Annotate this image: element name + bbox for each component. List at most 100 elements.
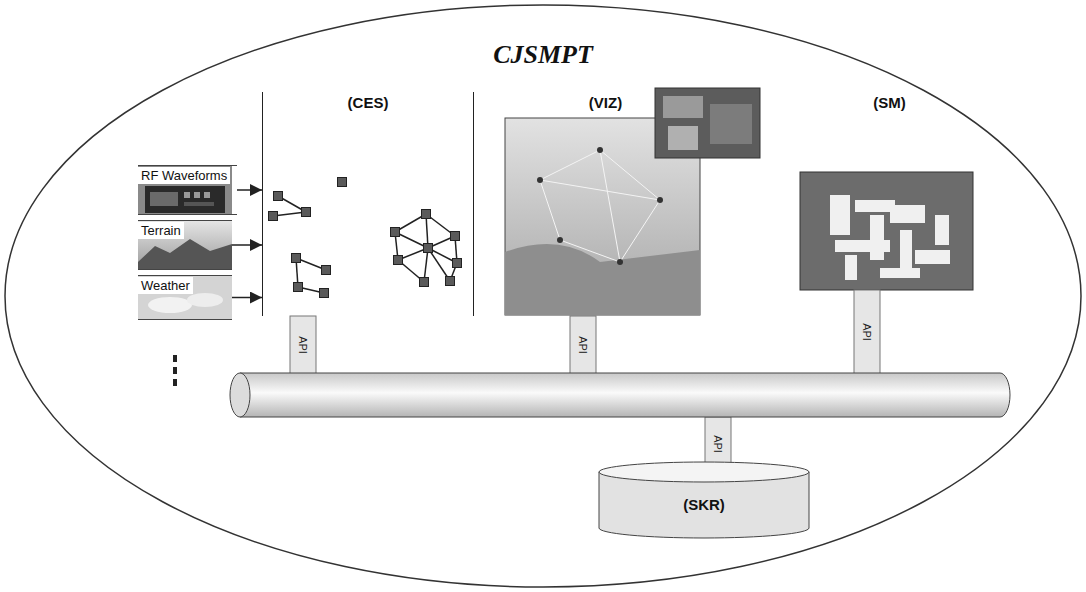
bus-cylinder [230,373,1010,417]
network-node [446,277,455,286]
network-node [424,244,433,253]
api-strip [854,290,880,374]
ellipse-outline [5,5,1081,587]
unit-icon [557,237,563,243]
image-ground [505,118,700,315]
node-text-block: Terrain [138,221,232,239]
terrain-image [138,220,232,270]
visualization-image [505,88,760,315]
component-panel: (VIZ) [505,92,706,316]
input-arrow [237,189,262,191]
source-label: Weather [138,277,193,294]
image-ground [800,172,973,290]
network-graph [269,178,462,298]
data-source-box: Weather [138,275,232,320]
component-heading: (CES) [263,92,473,111]
data-source-box: RF Waveforms [138,165,237,215]
block-shape [900,230,912,270]
inset-detail [710,104,752,144]
land-shape [505,244,700,315]
network-node [420,278,429,287]
block-shape [835,240,890,252]
inset-image [655,88,760,158]
block-shape [890,205,925,223]
network-link [426,214,428,248]
api-strip [290,316,316,374]
network-node [292,254,301,263]
repository-cylinder: (SKR) [598,462,810,538]
unit-icon [617,259,623,265]
component-panel: (SM) [800,92,979,290]
data-source-box: Terrain [138,220,232,270]
network-node [320,289,329,298]
device-screen [150,192,178,206]
dot [173,379,177,386]
api-label: API [861,323,873,341]
mountain-shape [138,239,232,270]
network-node [274,192,283,201]
image-ground [138,165,232,215]
weather-image [138,275,232,320]
network-node [394,256,403,265]
api-label: API [577,336,589,354]
input-arrow [232,297,262,299]
device-button [204,192,210,198]
block-shape [935,215,949,245]
network-node [294,283,303,292]
block-shape [845,255,857,280]
input-arrow [232,244,262,246]
network-node [338,178,347,187]
api-label: API [712,435,724,453]
inset-detail [668,126,698,150]
unit-icon [657,197,663,203]
network-node [269,212,278,221]
more-sources-dots [173,355,177,386]
bus-end [230,373,250,417]
cloud-shape [187,293,223,307]
component-heading: (VIZ) [505,92,706,111]
network-node [302,208,311,217]
block-shape [880,268,920,278]
api-label: API [297,336,309,354]
dot [173,367,177,374]
system-title: CJSMPT [0,0,1086,70]
device-slot [184,202,214,206]
device-button [184,192,190,198]
component-heading: (SKR) [598,462,810,513]
cylinder-top [599,462,809,482]
component-region: (CES) [262,92,474,316]
device-button [194,192,200,198]
image-ground [138,220,232,270]
image-ground [138,275,232,320]
network-node [451,232,460,241]
source-label: RF Waveforms [138,167,230,184]
block-shape [830,195,850,235]
link-lines [540,150,660,262]
block-shape [915,250,950,264]
situation-map-image [800,172,973,290]
node-text-block: Weather [138,276,232,294]
rf-image [138,165,232,215]
device-body [145,186,225,213]
api-strip [570,316,596,374]
unit-icon [537,177,543,183]
network-node [453,259,462,268]
network-link [424,248,428,282]
unit-icon [597,147,603,153]
network-node [422,210,431,219]
component-heading: (SM) [800,92,979,111]
node-text-block: RF Waveforms [138,166,237,184]
block-shape [870,215,884,260]
cloud-shape [148,297,192,313]
dot [173,355,177,362]
block-shape [855,200,895,212]
network-node [391,228,400,237]
bus-body [240,373,1010,417]
network-node [322,266,331,275]
source-label: Terrain [138,222,184,239]
